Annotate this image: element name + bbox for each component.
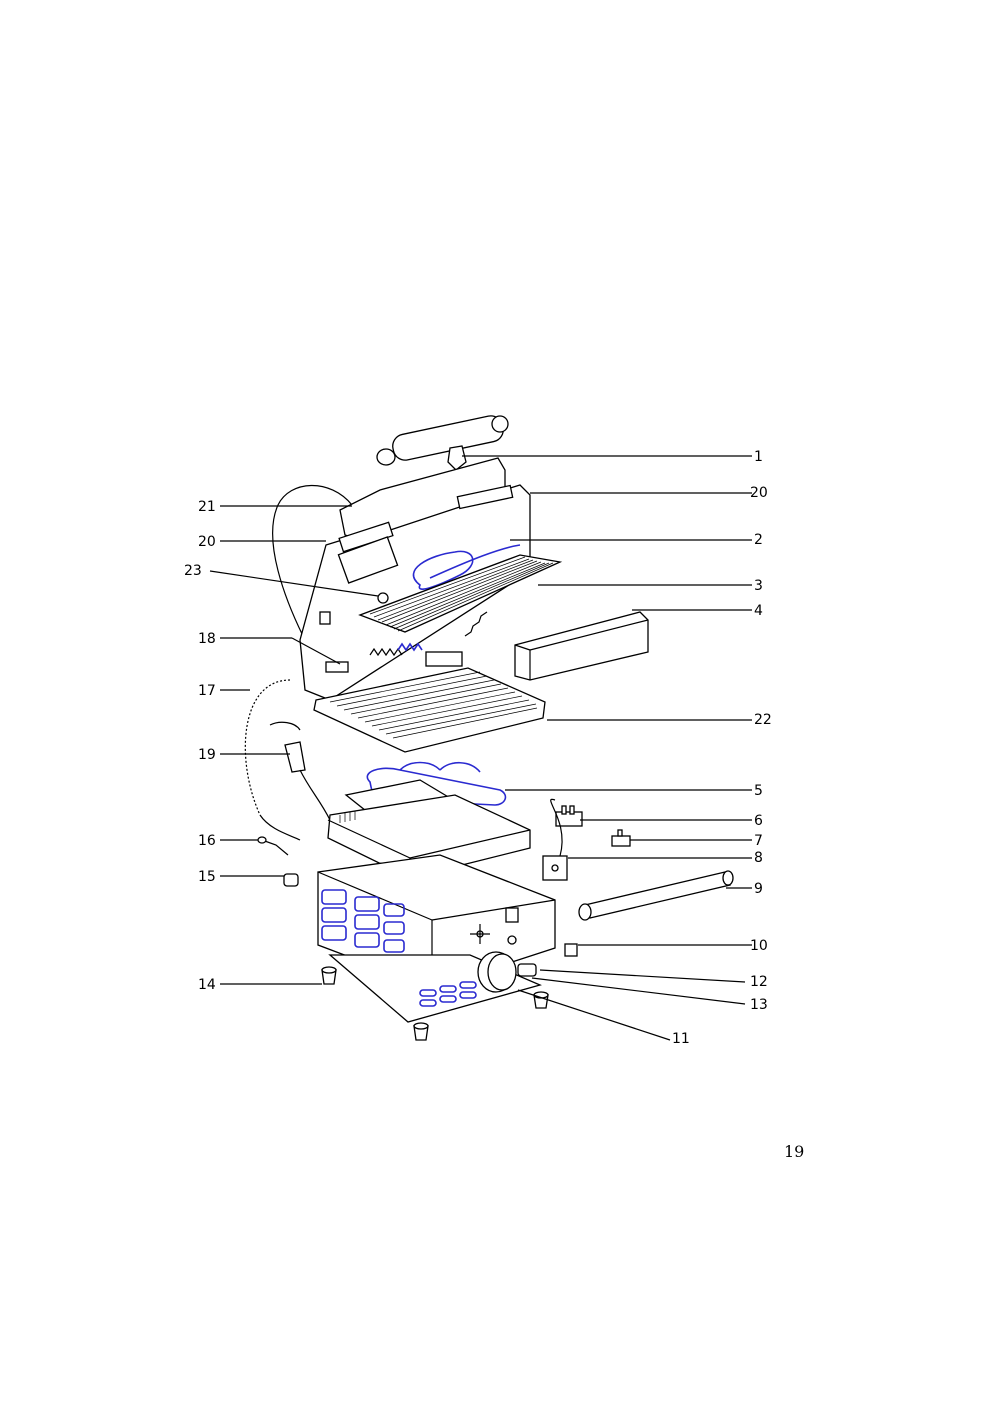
leader-lines xyxy=(209,455,752,1041)
callout-labels: 1 20 2 3 4 22 5 6 7 8 9 10 12 13 11 21 2… xyxy=(184,449,772,1047)
terminal-block-6 xyxy=(555,805,583,827)
callout-11: 11 xyxy=(672,1031,690,1047)
callout-18: 18 xyxy=(198,631,216,647)
side-cover-part xyxy=(514,611,649,681)
callout-16: 16 xyxy=(198,833,216,849)
callout-21: 21 xyxy=(198,499,216,515)
callout-22: 22 xyxy=(754,712,772,728)
control-knob xyxy=(477,951,537,993)
lower-grill-plate xyxy=(313,667,546,753)
switch-10 xyxy=(564,943,578,957)
callout-9: 9 xyxy=(754,881,763,897)
rod-9 xyxy=(578,870,734,921)
callout-10: 10 xyxy=(750,938,768,954)
power-cord xyxy=(244,679,331,841)
callout-14: 14 xyxy=(198,977,216,993)
callout-23: 23 xyxy=(184,563,202,579)
callout-13: 13 xyxy=(750,997,768,1013)
handle-assembly xyxy=(376,415,509,471)
connector-7 xyxy=(611,829,631,847)
callout-1: 1 xyxy=(754,449,763,465)
callout-17: 17 xyxy=(198,683,216,699)
callout-20-left: 20 xyxy=(198,534,216,550)
callout-2: 2 xyxy=(754,532,763,548)
callout-6: 6 xyxy=(754,813,763,829)
callout-5: 5 xyxy=(754,783,763,799)
callout-3: 3 xyxy=(754,578,763,594)
bushing-15 xyxy=(283,873,299,887)
callout-4: 4 xyxy=(754,603,763,619)
callout-12: 12 xyxy=(750,974,768,990)
callout-20-right: 20 xyxy=(750,485,768,501)
page-number: 19 xyxy=(784,1142,805,1161)
callout-8: 8 xyxy=(754,850,763,866)
callout-7: 7 xyxy=(754,833,763,849)
inner-tray xyxy=(327,794,531,879)
lid-assembly xyxy=(272,457,563,701)
callout-19: 19 xyxy=(198,747,216,763)
callout-15: 15 xyxy=(198,869,216,885)
thermostat-8 xyxy=(542,798,568,881)
pin-16 xyxy=(257,836,289,856)
